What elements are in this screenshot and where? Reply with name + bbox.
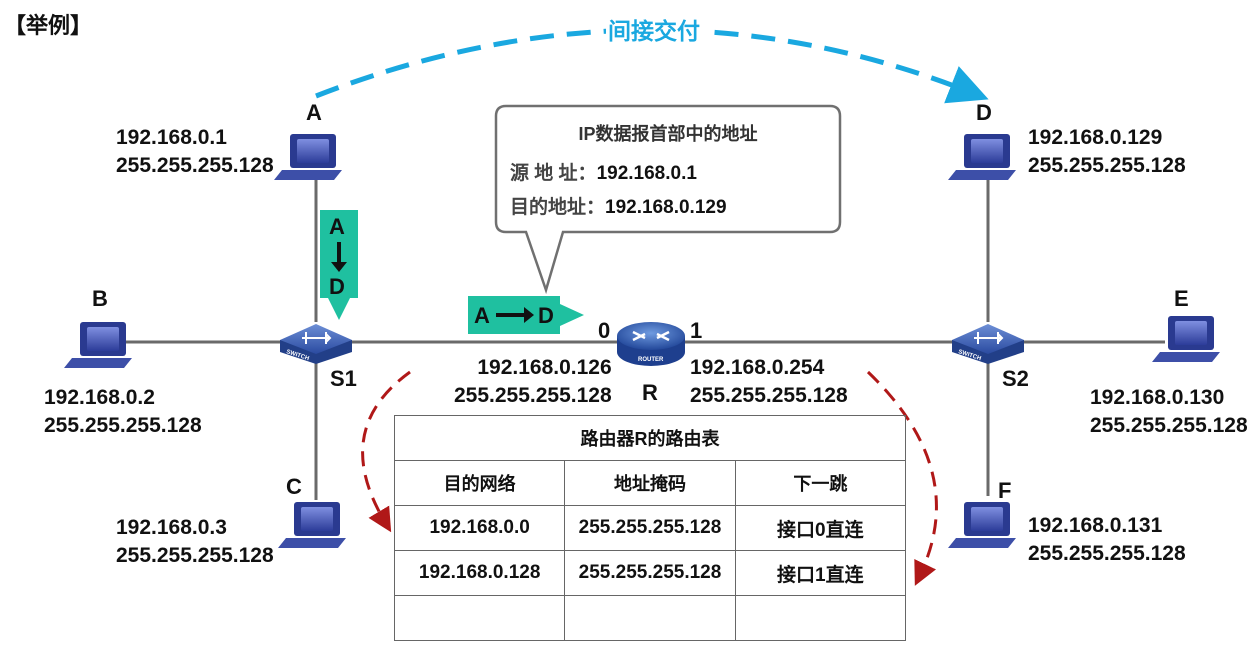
callout-bubble (494, 104, 842, 295)
host-b-name: B (92, 286, 108, 311)
switch-s2-label: S2 (1002, 366, 1029, 391)
host-d-name: D (976, 100, 992, 125)
red-arrow-left (361, 370, 411, 533)
callout-dest-value: 192.168.0.129 (605, 197, 727, 218)
host-d-ip: 192.168.0.129 (1028, 126, 1163, 149)
router-icon: ROUTER (617, 322, 685, 366)
indirect-delivery-label: 间接交付 (606, 12, 702, 46)
callout-dest-key: 目的地址： (510, 197, 606, 218)
flow-horizontal-from: A (474, 303, 490, 328)
table-cell-next-hop: 接口0直连 (734, 505, 907, 551)
host-b-mask: 255.255.255.128 (44, 414, 202, 437)
table-cell-next-hop: 接口1直连 (734, 550, 907, 596)
host-d-address: 192.168.0.129 255.255.255.128 (1028, 124, 1186, 180)
table-cell-destination (393, 595, 566, 641)
host-b-address: 192.168.0.2 255.255.255.128 (44, 384, 202, 440)
table-cell-mask: 255.255.255.128 (564, 550, 736, 596)
table-cell-destination: 192.168.0.128 (393, 550, 566, 596)
router-name: R (642, 380, 658, 405)
host-a-ip: 192.168.0.1 (116, 126, 227, 149)
host-c-icon (278, 502, 346, 548)
host-f-ip: 192.168.0.131 (1028, 514, 1163, 537)
table-row (393, 595, 907, 641)
router-if0-mask: 255.255.255.128 (454, 384, 612, 407)
host-c-name: C (286, 474, 302, 499)
host-c-address: 192.168.0.3 255.255.255.128 (116, 514, 274, 570)
flow-horizontal-arrowhead (560, 304, 584, 326)
ip-header-callout: IP数据报首部中的地址 源 地 址：192.168.0.1 目的地址：192.1… (496, 106, 840, 232)
callout-source-key: 源 地 址： (510, 163, 597, 184)
switch-s2-icon: SWITCH (952, 324, 1024, 364)
flow-vertical-arrowhead (328, 298, 350, 320)
host-f-address: 192.168.0.131 255.255.255.128 (1028, 512, 1186, 568)
router-if0-number: 0 (598, 318, 611, 343)
host-a-address: 192.168.0.1 255.255.255.128 (116, 124, 274, 180)
flow-horizontal-pill: A D (468, 296, 560, 334)
host-f-icon (948, 502, 1016, 548)
flow-vertical-pill: A D (320, 210, 358, 299)
router-if1-mask: 255.255.255.128 (690, 384, 848, 407)
flow-vertical-to: D (329, 274, 345, 299)
table-cell-mask (564, 595, 736, 641)
column-header-next-hop: 下一跳 (734, 460, 907, 506)
host-a-icon (274, 134, 342, 180)
host-a-name: A (306, 100, 322, 125)
host-f-name: F (998, 478, 1012, 503)
host-e-name: E (1174, 286, 1189, 311)
router-if1-ip: 192.168.0.254 (690, 356, 825, 379)
flow-vertical-from: A (329, 214, 345, 239)
router-if0-address: 192.168.0.126 255.255.255.128 (454, 354, 612, 410)
host-e-ip: 192.168.0.130 (1090, 386, 1225, 409)
callout-title: IP数据报首部中的地址 (578, 124, 758, 144)
network-links (118, 178, 1165, 500)
table-row: 192.168.0.0 255.255.255.128 接口0直连 (393, 505, 907, 551)
switch-s1-label: S1 (330, 366, 357, 391)
table-cell-destination: 192.168.0.0 (393, 505, 566, 551)
host-b-ip: 192.168.0.2 (44, 386, 155, 409)
host-e-icon (1152, 316, 1220, 362)
column-header-mask: 地址掩码 (564, 460, 736, 506)
host-e-mask: 255.255.255.128 (1090, 414, 1248, 437)
routing-table-title: 路由器R的路由表 (394, 415, 906, 461)
host-f-mask: 255.255.255.128 (1028, 542, 1186, 565)
routing-table-header-row: 目的网络 地址掩码 下一跳 (393, 460, 907, 506)
switch-s1-icon: SWITCH (280, 324, 352, 364)
routing-table: 路由器R的路由表 目的网络 地址掩码 下一跳 192.168.0.0 255.2… (393, 415, 907, 641)
flow-horizontal-to: D (538, 303, 554, 328)
router-if1-number: 1 (690, 318, 703, 343)
table-cell-next-hop (734, 595, 907, 641)
host-d-mask: 255.255.255.128 (1028, 154, 1186, 177)
router-badge: ROUTER (638, 357, 664, 363)
page-title: 【举例】 (4, 13, 93, 38)
host-c-mask: 255.255.255.128 (116, 544, 274, 567)
column-header-destination: 目的网络 (393, 460, 566, 506)
host-a-mask: 255.255.255.128 (116, 154, 274, 177)
host-b-icon (64, 322, 132, 368)
callout-dest-row: 目的地址：192.168.0.129 (510, 192, 727, 219)
routing-table-title-row: 路由器R的路由表 (394, 415, 906, 461)
callout-source-row: 源 地 址：192.168.0.1 (510, 158, 697, 185)
router-if1-address: 192.168.0.254 255.255.255.128 (690, 354, 848, 410)
host-e-address: 192.168.0.130 255.255.255.128 (1090, 384, 1248, 440)
table-cell-mask: 255.255.255.128 (564, 505, 736, 551)
router-if0-ip: 192.168.0.126 (477, 356, 612, 379)
host-d-icon (948, 134, 1016, 180)
red-arrow-right (866, 370, 938, 586)
callout-source-value: 192.168.0.1 (596, 163, 697, 184)
table-row: 192.168.0.128 255.255.255.128 接口1直连 (393, 550, 907, 596)
host-c-ip: 192.168.0.3 (116, 516, 227, 539)
